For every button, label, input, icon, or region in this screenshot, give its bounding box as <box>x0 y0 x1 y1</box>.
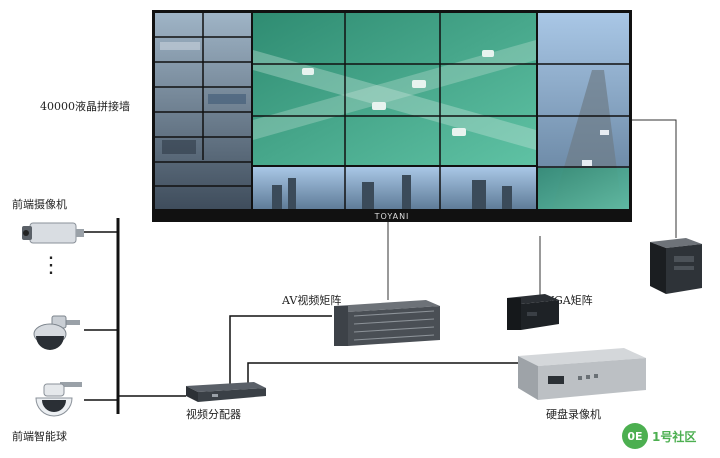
dvr-label: 硬盘录像机 <box>546 408 601 421</box>
video-wall-screens <box>155 13 629 209</box>
pc-to-wall-line <box>632 119 677 238</box>
box-camera-icon <box>22 222 84 244</box>
video-distributor-label: 视频分配器 <box>186 408 241 421</box>
distributor-to-dvr-line <box>247 362 520 386</box>
speed-dome-icon <box>35 382 82 417</box>
av-matrix-device <box>334 300 440 346</box>
vga-matrix-device <box>507 294 559 330</box>
center-highway-panel <box>253 13 536 165</box>
dvr-device <box>518 348 646 400</box>
av-matrix-label: AV视频矩阵 <box>282 294 342 307</box>
front-camera-label: 前端摄像机 <box>12 198 67 211</box>
logo-badge: 0E <box>622 423 648 449</box>
front-dome-label: 前端智能球 <box>12 430 67 443</box>
bottom-city-strip <box>253 167 536 209</box>
more-cameras-dots: ⋮ <box>40 253 62 278</box>
left-tile-grid <box>155 13 251 209</box>
video-wall: TOYANI <box>152 10 632 222</box>
pc-tower-icon <box>650 238 702 294</box>
dome-camera-icon <box>33 315 80 350</box>
distributor-to-av-line <box>229 315 332 386</box>
right-road-panel <box>538 13 629 209</box>
video-distributor-device <box>186 382 266 402</box>
community-logo: 0E 1号社区 <box>622 423 696 449</box>
wall-brand: TOYANI <box>374 212 410 221</box>
video-wall-label: 40000液晶拼接墙 <box>40 100 130 113</box>
logo-text: 1号社区 <box>652 429 697 444</box>
